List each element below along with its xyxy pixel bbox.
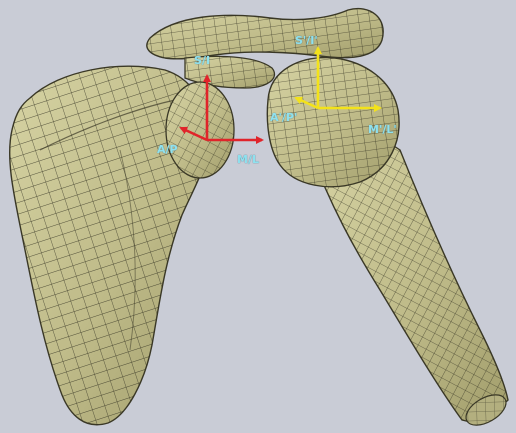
- label-scapula-anterior: A/P: [157, 143, 178, 156]
- label-humerus-medial: M'/L': [368, 123, 397, 136]
- label-scapula-medial: M/L: [237, 153, 259, 166]
- label-humerus-superior: S'/I': [295, 34, 318, 47]
- label-humerus-anterior: A'/P': [270, 111, 297, 124]
- label-scapula-superior: S/I: [194, 54, 210, 67]
- glenoid-socket: [166, 82, 234, 178]
